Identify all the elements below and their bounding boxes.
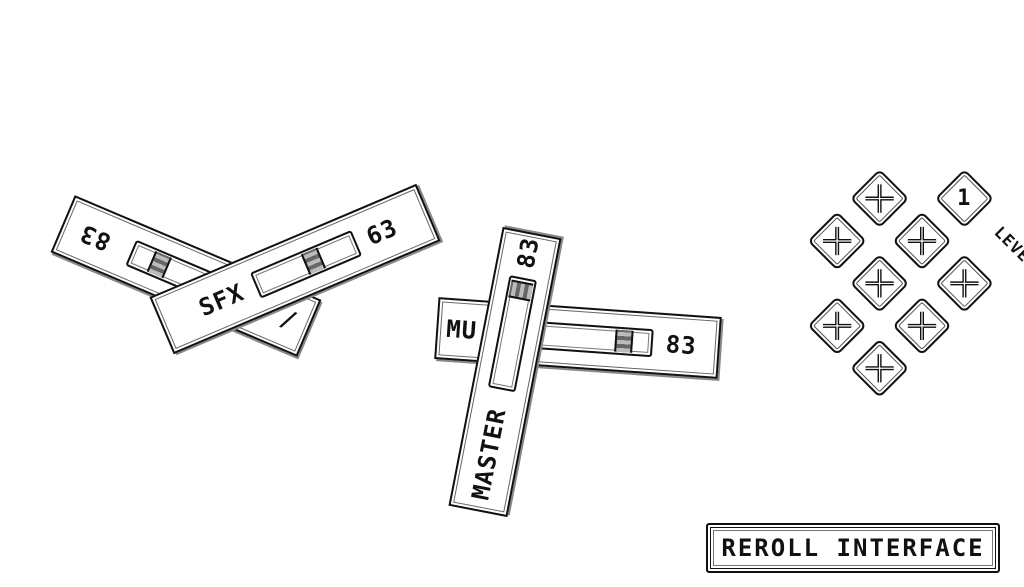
master-slider-track[interactable] [487,275,538,393]
cross-icon [865,269,894,298]
locked-level-button[interactable] [892,211,952,271]
master-slider-panel: MASTER 83 [448,226,562,518]
master-value: 83 [511,234,545,271]
locked-level-button[interactable] [807,211,867,271]
locked-level-button[interactable] [892,296,952,356]
cross-icon [907,226,937,256]
master-label: MASTER [466,405,512,503]
master-slider-handle[interactable] [508,279,534,302]
sfx-slider-track[interactable] [249,229,363,299]
sfx-slider-handle[interactable] [300,247,326,275]
locked-level-button[interactable] [934,253,995,314]
reroll-interface-button[interactable]: REROLL INTERFACE [706,523,1000,573]
locked-level-button[interactable] [849,253,910,314]
music-slider-handle[interactable] [614,329,634,353]
slider-handle[interactable] [146,251,172,279]
locked-level-button[interactable] [849,338,910,398]
levels-title: LEVELS [990,222,1024,282]
cross-icon [865,184,894,213]
locked-level-button[interactable] [849,168,910,229]
level-select-grid: 1 LEVELS [752,112,1024,451]
level-1-button[interactable]: 1 [934,168,995,229]
music-slider-track[interactable] [532,320,654,358]
cross-icon [950,269,979,298]
sfx-label: SFX [194,278,249,323]
locked-level-button[interactable] [807,296,867,356]
sfx-value: 63 [362,213,402,252]
cross-icon [907,311,937,340]
cross-icon [865,354,894,383]
music-label: MU [445,314,479,345]
cross-icon [823,311,852,340]
cross-icon [823,226,852,256]
level-number: 1 [957,186,972,212]
slider-value: 83 [75,218,115,257]
music-value: 83 [664,330,698,361]
